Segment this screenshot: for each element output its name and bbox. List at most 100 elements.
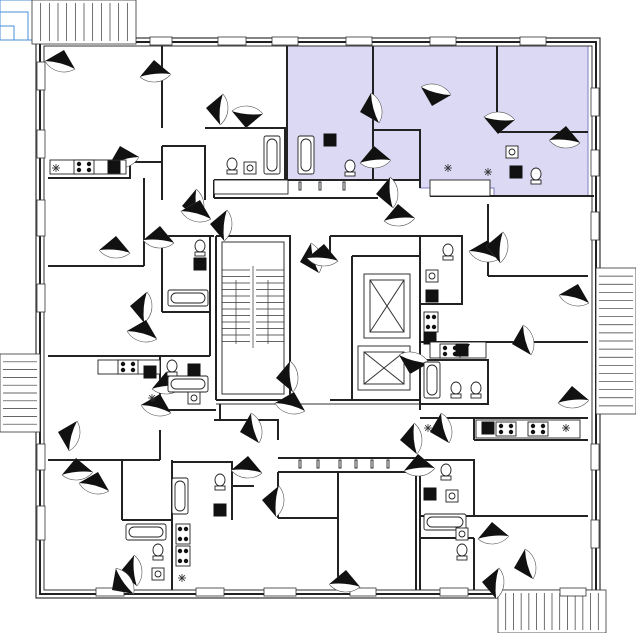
door-icon xyxy=(359,146,392,169)
window xyxy=(36,283,46,313)
bathtub-icon xyxy=(297,135,315,175)
window xyxy=(349,587,377,597)
bathtub-icon xyxy=(263,135,281,175)
balcony-icon xyxy=(31,0,137,45)
window xyxy=(519,36,547,46)
window xyxy=(36,443,46,471)
stove-icon xyxy=(175,523,191,545)
door-icon xyxy=(328,570,361,593)
door-icon xyxy=(398,351,430,374)
toilet-icon xyxy=(530,167,542,185)
plant-icon xyxy=(148,394,156,402)
door-icon xyxy=(477,522,510,545)
door-icon xyxy=(403,454,436,477)
window xyxy=(263,587,297,597)
door-icon xyxy=(376,176,399,209)
window xyxy=(36,129,46,159)
toilet-icon xyxy=(152,543,164,561)
door-icon xyxy=(274,392,306,415)
stove-icon xyxy=(73,159,95,175)
stove-icon xyxy=(495,421,517,437)
window xyxy=(149,36,173,46)
window xyxy=(271,36,299,46)
door-icon xyxy=(360,92,383,124)
window xyxy=(590,519,600,549)
doors xyxy=(44,50,590,600)
railing-post xyxy=(338,459,342,469)
sink-icon xyxy=(193,257,207,271)
window xyxy=(36,61,46,91)
door-icon xyxy=(210,209,233,242)
door-icon xyxy=(44,50,76,73)
toilet-icon xyxy=(442,243,454,261)
railing-post xyxy=(318,181,322,191)
stove-icon xyxy=(527,421,549,437)
railing-post xyxy=(298,181,302,191)
door-icon xyxy=(139,60,172,83)
window xyxy=(36,199,46,237)
balcony-icon xyxy=(497,589,607,633)
plant-icon xyxy=(484,168,492,176)
railing-post xyxy=(342,181,346,191)
toilet-icon xyxy=(214,473,226,491)
sink-icon xyxy=(509,165,523,179)
toilet-icon xyxy=(440,463,452,481)
bathtub-icon xyxy=(423,361,441,399)
door-icon xyxy=(231,105,264,128)
door-icon xyxy=(486,231,509,264)
window xyxy=(559,587,587,597)
sink-icon xyxy=(187,363,201,377)
window xyxy=(590,149,600,177)
railing-post xyxy=(354,459,358,469)
sink-icon xyxy=(151,567,165,581)
sink-icon xyxy=(107,160,121,174)
balcony-icon xyxy=(0,353,41,433)
window xyxy=(590,87,600,117)
railing-post xyxy=(298,459,302,469)
sink-icon xyxy=(187,391,201,405)
door-icon xyxy=(130,291,153,324)
highlighted-apartment[interactable] xyxy=(286,45,589,197)
plant-icon xyxy=(52,164,60,172)
plant-icon xyxy=(562,424,570,432)
window xyxy=(36,505,46,541)
sink-icon xyxy=(243,161,257,175)
door-icon xyxy=(142,226,175,249)
door-icon xyxy=(468,240,500,263)
window xyxy=(345,36,373,46)
bathtub-icon xyxy=(125,523,167,541)
stove-icon xyxy=(175,545,191,567)
balcony-icon xyxy=(595,267,636,415)
elevator-icon xyxy=(357,345,411,391)
toilet-icon xyxy=(226,157,238,175)
plant-icon xyxy=(444,164,452,172)
sink-icon xyxy=(323,133,337,147)
sink-icon xyxy=(481,421,495,435)
interior-walls xyxy=(48,46,594,590)
door-icon xyxy=(180,200,212,223)
bathtub-icon xyxy=(423,513,467,531)
railing-post xyxy=(316,459,320,469)
door-icon xyxy=(420,83,452,106)
window xyxy=(590,443,600,471)
door-icon xyxy=(61,458,94,481)
bathtub-icon xyxy=(167,289,209,307)
stove-icon xyxy=(117,359,139,375)
door-icon xyxy=(430,412,453,444)
door-icon xyxy=(98,236,131,259)
door-icon xyxy=(120,554,143,587)
door-icon xyxy=(240,412,263,444)
door-icon xyxy=(558,284,590,307)
door-icon xyxy=(512,324,535,356)
sink-icon xyxy=(445,489,459,503)
bathtub-icon xyxy=(167,375,209,393)
door-icon xyxy=(126,320,158,343)
bathtub-icon xyxy=(171,477,189,515)
door-icon xyxy=(514,548,537,580)
toilet-icon xyxy=(450,381,462,399)
toilet-icon xyxy=(166,359,178,377)
stove-icon xyxy=(423,311,439,333)
toilet-icon xyxy=(194,239,206,257)
